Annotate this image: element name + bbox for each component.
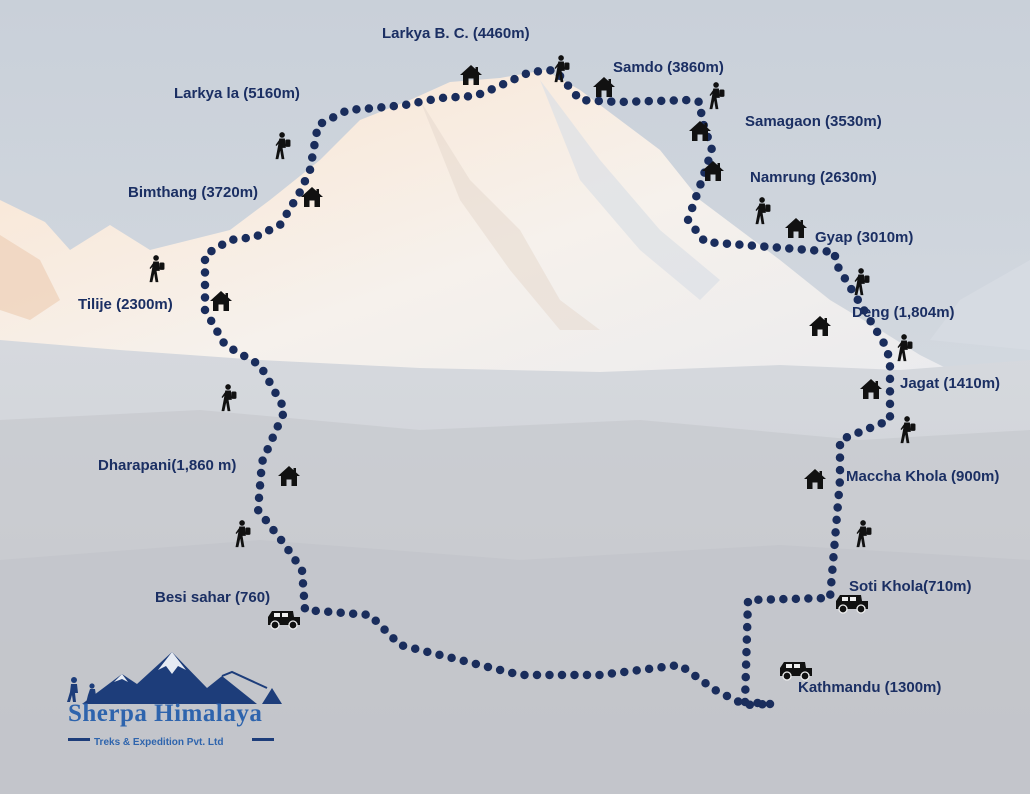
company-logo: Sherpa Himalaya Treks & Expedition Pvt. … [62, 648, 287, 758]
place-label: Tilije (2300m) [78, 296, 173, 313]
place-label: Larkya B. C. (4460m) [382, 25, 530, 42]
place-label: Maccha Khola (900m) [846, 468, 1000, 485]
logo-divider [68, 738, 90, 741]
place-label: Besi sahar (760) [155, 589, 271, 606]
place-label: Deng (1,804m) [852, 304, 955, 321]
place-label: Bimthang (3720m) [128, 184, 259, 201]
place-label: Gyap (3010m) [815, 229, 914, 246]
logo-subtitle: Treks & Expedition Pvt. Ltd [94, 737, 224, 748]
place-label: Namrung (2630m) [750, 169, 877, 186]
place-label: Kathmandu (1300m) [798, 679, 942, 696]
place-label: Samagaon (3530m) [745, 113, 882, 130]
place-label: Soti Khola(710m) [849, 578, 972, 595]
place-label: Jagat (1410m) [900, 375, 1001, 392]
trek-route-path [200, 65, 895, 710]
place-label: Larkya la (5160m) [174, 85, 300, 102]
logo-mountains-icon [67, 652, 282, 704]
place-label: Dharapani(1,860 m) [98, 457, 237, 474]
logo-name: Sherpa Himalaya [68, 700, 263, 727]
place-label: Samdo (3860m) [613, 59, 724, 76]
logo-divider [252, 738, 274, 741]
